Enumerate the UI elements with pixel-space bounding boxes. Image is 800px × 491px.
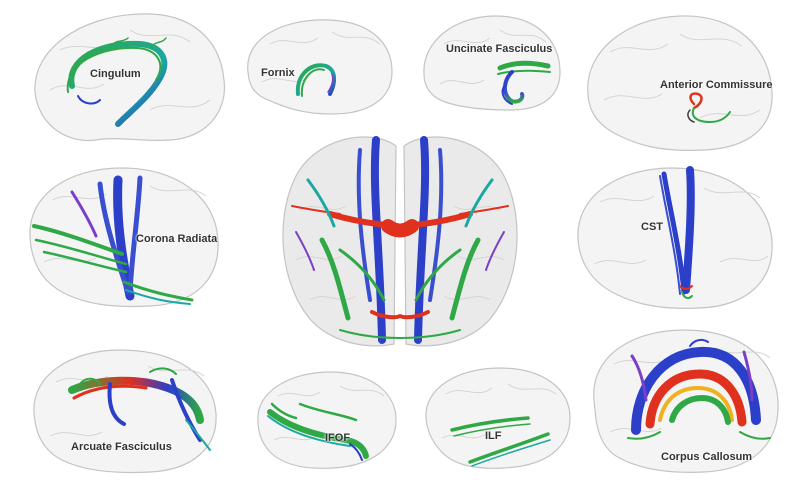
tract-fornix: [295, 63, 337, 97]
label-arcuate: Arcuate Fasciculus: [71, 441, 172, 453]
tract-cingulum: [66, 37, 168, 127]
tract-cst: [659, 166, 695, 300]
brain-outline-arcuate: [33, 349, 217, 474]
tracts-center: [291, 136, 509, 344]
label-corpus-callosum: Corpus Callosum: [661, 451, 753, 463]
panel-ifof: [257, 371, 397, 469]
tract-anterior-commissure: [687, 92, 731, 123]
panel-anterior-commissure: [587, 15, 773, 151]
tract-uncinate: [497, 60, 551, 105]
label-cingulum: Cingulum: [90, 68, 141, 80]
tract-corona-radiata: [32, 175, 194, 305]
label-fornix: Fornix: [261, 67, 295, 79]
tract-ilf: [450, 416, 551, 467]
panel-cingulum: [34, 13, 226, 142]
tract-arcuate: [68, 367, 211, 451]
label-ilf: ILF: [485, 430, 502, 442]
panel-corona-radiata: [29, 167, 219, 308]
panel-fornix: [247, 19, 393, 115]
brain-outline-ilf: [425, 367, 571, 469]
label-corona-radiata: Corona Radiata: [136, 233, 218, 245]
gyri-ilf: [441, 383, 557, 439]
panel-ilf: [425, 367, 571, 469]
panel-corpus-callosum: [593, 329, 779, 473]
brain-outline-uncinate: [423, 15, 561, 111]
panel-uncinate: [423, 15, 561, 111]
panel-arcuate: [33, 349, 217, 474]
brain-outline-cingulum: [34, 13, 226, 142]
panel-cst: [577, 166, 773, 309]
gyri-uncinate: [439, 29, 547, 85]
label-ifof: IFOF: [325, 432, 351, 444]
label-anterior-commissure: Anterior Commissure: [660, 79, 773, 91]
label-cst: CST: [641, 221, 663, 233]
tract-corpus-callosum: [627, 338, 771, 440]
gyri-cst: [593, 187, 769, 265]
gyri-anterior-commissure: [603, 33, 761, 119]
label-uncinate: Uncinate Fasciculus: [446, 43, 553, 55]
gyri-cingulum: [49, 29, 211, 111]
panel-center-brain: [282, 136, 518, 347]
tract-ifof: [267, 402, 369, 461]
